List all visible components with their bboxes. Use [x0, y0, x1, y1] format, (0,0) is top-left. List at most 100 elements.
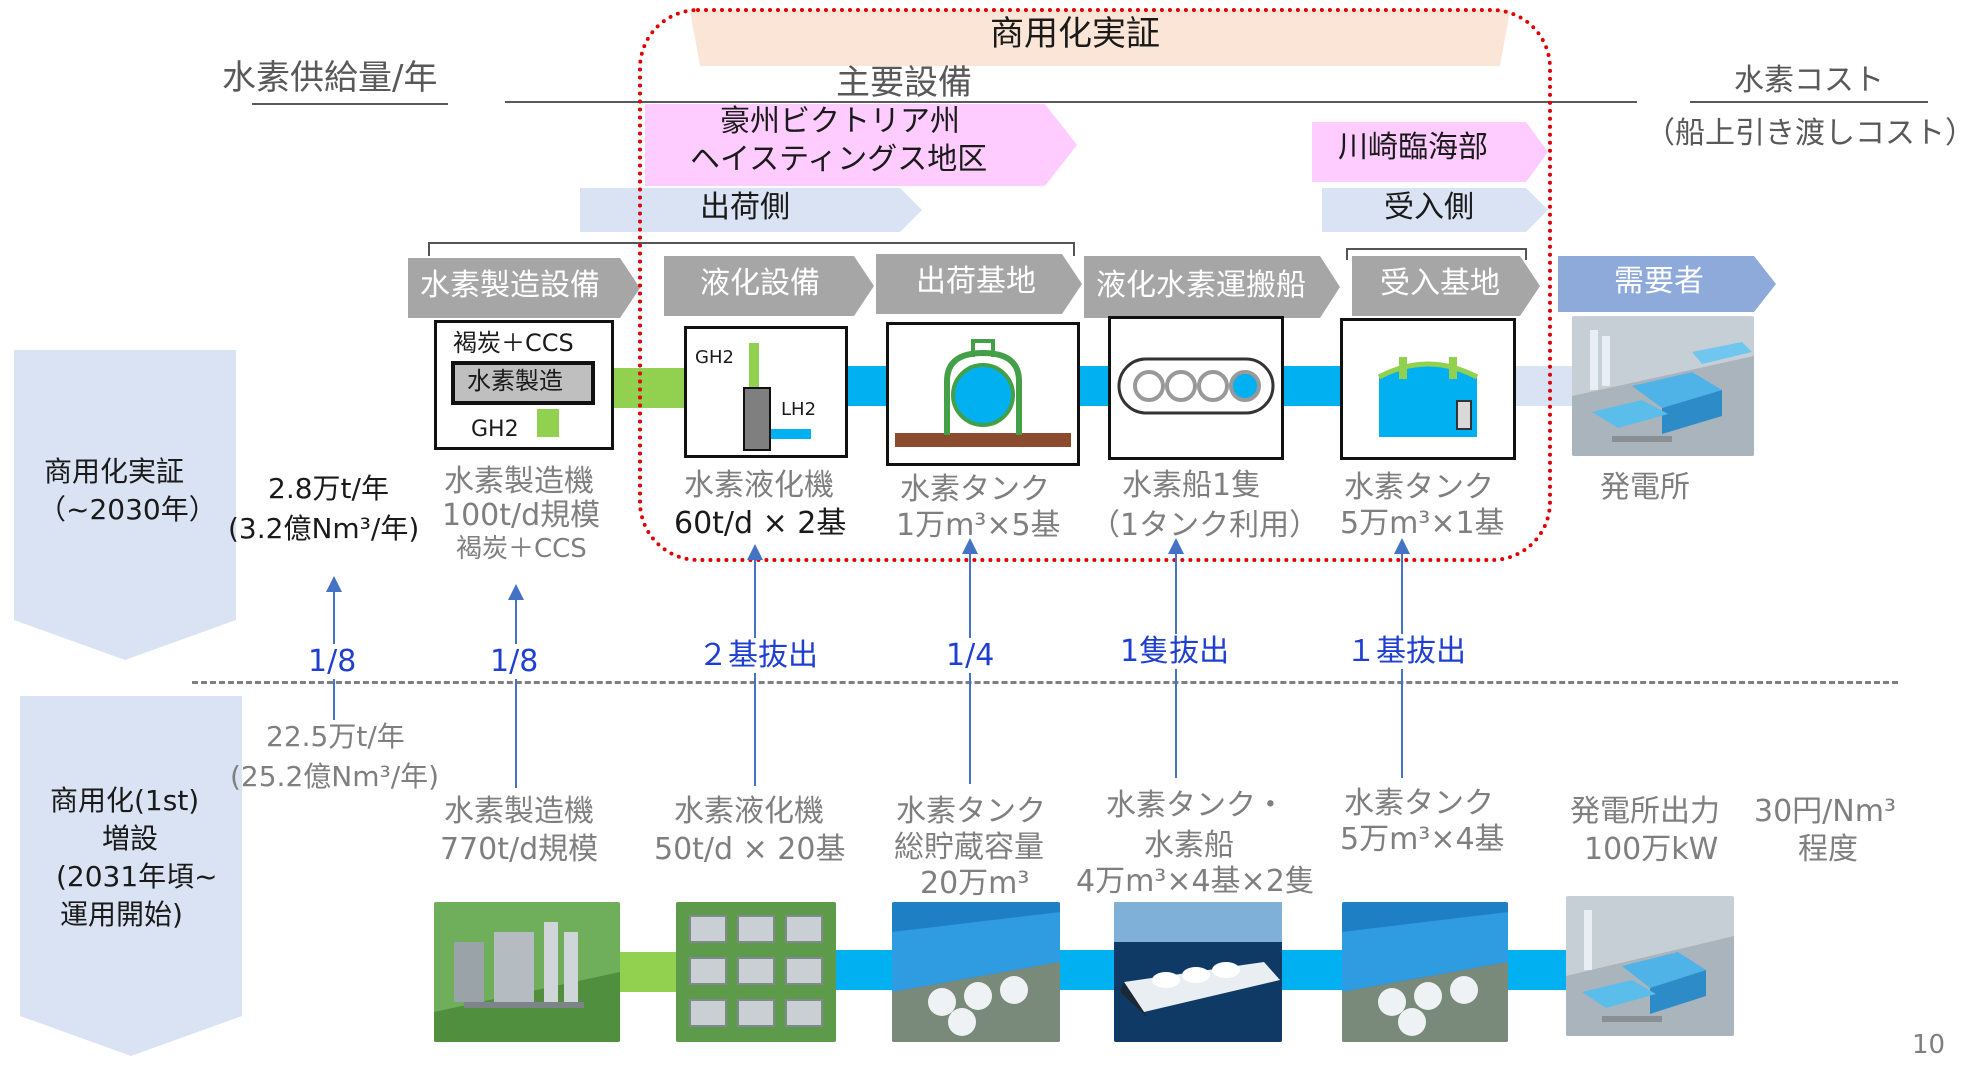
- destination-region-label: 川崎臨海部: [1338, 130, 1488, 165]
- demo-banner-shape: [690, 10, 1510, 66]
- production-icon-bottom-label: GH2: [471, 417, 519, 442]
- demo-supply-line2: (3.2億Nm³/年): [228, 512, 420, 545]
- commercial-tank-line3: 20万m³: [920, 866, 1030, 901]
- demo-production-line1: 水素製造機: [444, 464, 594, 499]
- pipe-light-demo-4: [1512, 366, 1572, 406]
- cost-subheader: （船上引き渡しコスト）: [1645, 116, 1966, 151]
- demo-stage-line1: 商用化実証: [44, 455, 185, 488]
- commercial-receive-line2: 5万m³×4基: [1340, 822, 1505, 857]
- receive-side-arrow: [1322, 188, 1548, 232]
- cost-header-underline: [1690, 101, 1928, 103]
- pipe-blue-demo-3: [1280, 366, 1344, 406]
- step-shipping-base-label: 出荷基地: [916, 264, 1036, 299]
- ship-side-arrow: [580, 188, 922, 232]
- shipping-terminal-image: [892, 902, 1060, 1042]
- step-production-label: 水素製造設備: [420, 268, 600, 303]
- supply-header: 水素供給量/年: [222, 58, 438, 98]
- demo-banner-label: 商用化実証: [990, 14, 1160, 54]
- ratio-supply-label: 1/8: [308, 644, 357, 680]
- ratio-receive-label: １基抜出: [1346, 634, 1466, 670]
- carrier-ship-icon: [1117, 357, 1275, 415]
- flat-tank-icon: [1377, 357, 1479, 437]
- pipe-blue-demo-2: [1074, 366, 1112, 406]
- commercial-stage-line2: 増設: [102, 822, 159, 855]
- production-plant-image: [434, 902, 620, 1042]
- destination-region-arrow: [1312, 122, 1548, 182]
- demo-power-plant-image: [1572, 316, 1754, 456]
- commercial-production-line1: 水素製造機: [444, 794, 594, 829]
- demo-liquefier-line1: 水素液化機: [684, 468, 834, 503]
- carrier-ship-icon-box: [1108, 316, 1284, 460]
- ship-side-bracket: [428, 242, 1075, 256]
- step-receiving-base-label: 受入基地: [1380, 266, 1500, 301]
- pipe-blue-commercial-2: [1060, 950, 1114, 990]
- step-shipping-base-shape: [876, 254, 1082, 314]
- commercial-power-plant-image: [1566, 896, 1734, 1036]
- demo-receive-line2: 5万m³×1基: [1340, 506, 1505, 541]
- step-consumer-shape: [1558, 256, 1776, 312]
- ratio-liquefier-label: ２基抜出: [698, 638, 818, 674]
- liquefaction-icon-gh2-label: GH2: [695, 347, 734, 368]
- demo-supply-line1: 2.8万t/年: [268, 472, 389, 505]
- commercial-stage-line3: (2031年頃~: [56, 860, 218, 893]
- demo-production-line3: 褐炭＋CCS: [456, 534, 587, 564]
- liquefaction-icon-column: [743, 387, 771, 451]
- production-icon-box: 褐炭＋CCS 水素製造 GH2: [434, 320, 614, 450]
- ship-tank-icon-box: [886, 322, 1080, 466]
- step-consumer-label: 需要者: [1614, 264, 1704, 299]
- receive-side-label: 受入側: [1384, 190, 1474, 225]
- commercial-liquefier-line2: 50t/d × 20基: [654, 832, 846, 867]
- demo-liquefier-line2: 60t/d × 2基: [674, 506, 847, 541]
- commercial-tank-line2: 総貯蔵容量: [894, 830, 1044, 865]
- commercial-stage-line1: 商用化(1st): [50, 784, 200, 817]
- commercial-cost-line2: 程度: [1798, 832, 1858, 867]
- demo-stage-line2: （~2030年）: [38, 493, 217, 526]
- step-liquefaction-label: 液化設備: [700, 266, 820, 301]
- demo-receive-line1: 水素タンク: [1344, 470, 1494, 505]
- pipe-green-demo: [612, 368, 684, 408]
- demo-ship-line1: 水素船1隻: [1122, 468, 1262, 503]
- spherical-tank-icon: [895, 339, 1071, 447]
- commercial-receive-line1: 水素タンク: [1344, 786, 1494, 821]
- step-carrier-ship-shape: [1084, 256, 1340, 318]
- ship-side-label: 出荷側: [700, 190, 790, 225]
- origin-region-line1: 豪州ビクトリア州: [720, 104, 960, 139]
- liquefaction-icon-box: GH2 LH2: [684, 326, 848, 458]
- commercial-production-line2: 770t/d規模: [440, 832, 599, 867]
- receive-side-bracket: [1346, 248, 1527, 260]
- ratio-ship-label: 1隻抜出: [1120, 634, 1230, 670]
- demo-plant-label: 発電所: [1600, 470, 1690, 505]
- carrier-ship-image: [1114, 902, 1282, 1042]
- pipe-blue-commercial-1: [836, 950, 892, 990]
- origin-region-arrow: [645, 104, 1077, 186]
- origin-region-line2: ヘイスティングス地区: [690, 142, 988, 177]
- pipe-green-commercial: [620, 952, 676, 992]
- commercial-tank-line1: 水素タンク: [896, 794, 1046, 829]
- pipe-blue-commercial-4: [1508, 950, 1568, 990]
- commercial-ship-line1: 水素タンク・: [1106, 788, 1286, 823]
- commercial-stage-arrow: [20, 696, 242, 1056]
- step-receiving-base-shape: [1352, 256, 1540, 316]
- step-liquefaction-shape: [664, 256, 874, 316]
- liquefaction-icon-gh2-pipe: [749, 343, 759, 387]
- liquefaction-plant-image: [676, 902, 836, 1042]
- pipe-blue-demo-1: [846, 366, 892, 406]
- commercial-plant-line1: 発電所出力: [1570, 794, 1720, 829]
- commercial-ship-line3: 4万m³×4基×2隻: [1076, 864, 1315, 899]
- commercial-supply-line2: (25.2億Nm³/年): [230, 760, 440, 793]
- commercial-stage-line4: 運用開始): [60, 898, 183, 931]
- step-carrier-ship-label: 液化水素運搬船: [1096, 268, 1306, 303]
- receiving-tank-icon-box: [1340, 318, 1516, 460]
- ratio-tank-label: 1/4: [946, 638, 995, 674]
- ratio-arrow-production: [508, 584, 524, 788]
- production-icon-gh2-pipe: [537, 409, 559, 437]
- commercial-supply-line1: 22.5万t/年: [266, 720, 405, 753]
- page-number: 10: [1912, 1030, 1946, 1060]
- demo-production-line2: 100t/d規模: [442, 498, 601, 533]
- demo-ship-line2: （1タンク利用）: [1090, 508, 1320, 543]
- receiving-terminal-image: [1342, 902, 1508, 1042]
- production-icon-top-label: 褐炭＋CCS: [453, 329, 574, 357]
- demo-tank-line2: 1万m³×5基: [896, 508, 1061, 543]
- demo-stage-arrow: [14, 350, 236, 660]
- commercial-ship-line2: 水素船: [1144, 828, 1234, 863]
